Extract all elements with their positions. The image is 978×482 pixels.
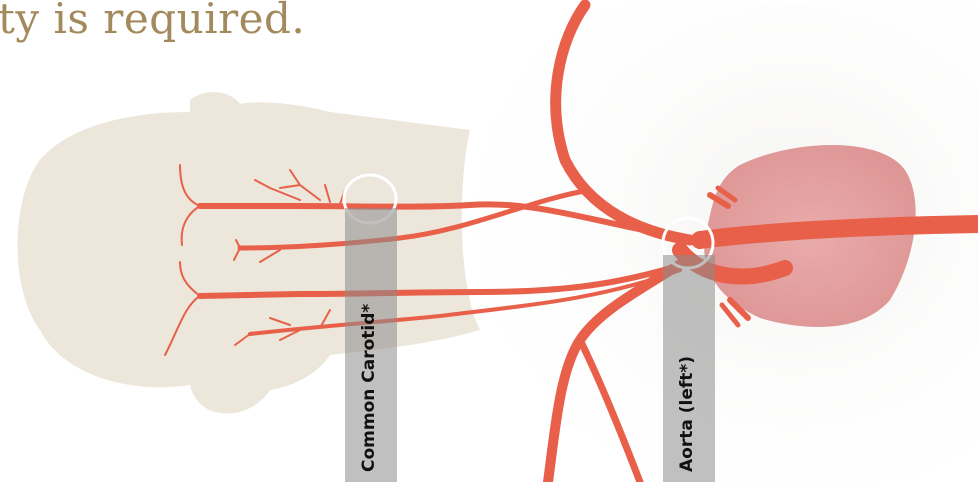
aorta-label: Aorta (left*) bbox=[677, 356, 697, 472]
common-carotid-label-bar: Common Carotid* bbox=[345, 208, 397, 482]
common-carotid-label: Common Carotid* bbox=[359, 304, 379, 472]
aorta-label-bar: Aorta (left*) bbox=[663, 255, 715, 482]
head-silhouette bbox=[18, 92, 481, 413]
